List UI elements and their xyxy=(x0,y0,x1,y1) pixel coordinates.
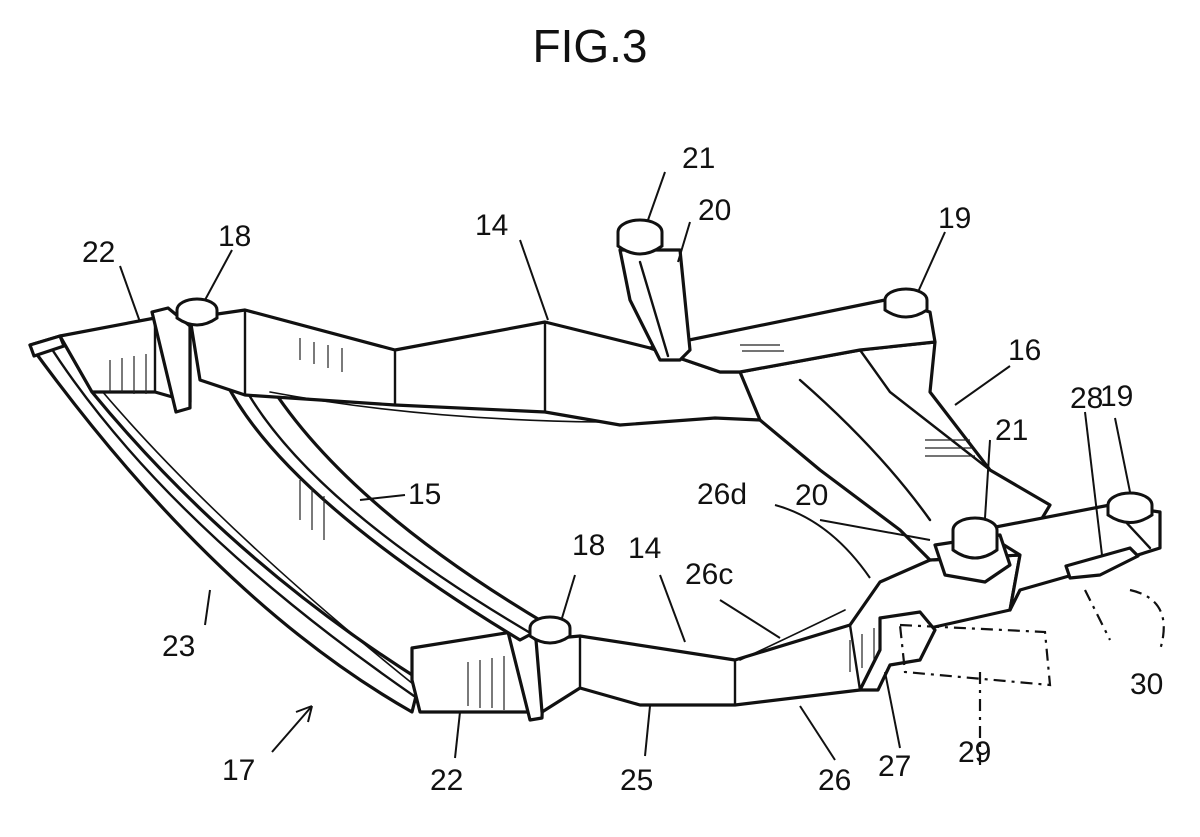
mount-19-lower xyxy=(1108,493,1152,523)
tower-20-rear xyxy=(618,220,690,360)
label-25: 25 xyxy=(620,764,653,797)
label-30: 30 xyxy=(1130,668,1163,701)
label-18-center: 18 xyxy=(572,529,605,562)
side-member-14-front xyxy=(536,555,1020,712)
mount-18-left xyxy=(177,299,217,325)
label-15: 15 xyxy=(408,478,441,511)
label-20-front: 20 xyxy=(795,479,828,512)
label-21-front: 21 xyxy=(995,414,1028,447)
phantom-part-30 xyxy=(1085,590,1164,650)
label-23: 23 xyxy=(162,630,195,663)
label-16: 16 xyxy=(1008,334,1041,367)
label-14-front: 14 xyxy=(628,532,661,565)
label-22-lower: 22 xyxy=(430,764,463,797)
label-26d: 26d xyxy=(697,478,747,511)
label-19-lower: 19 xyxy=(1100,380,1133,413)
mount-19-upper xyxy=(885,289,927,317)
assembly-arrow-17 xyxy=(272,706,312,752)
label-27: 27 xyxy=(878,750,911,783)
label-26: 26 xyxy=(818,764,851,797)
label-17: 17 xyxy=(222,754,255,787)
label-29: 29 xyxy=(958,736,991,769)
label-14-rear: 14 xyxy=(475,209,508,242)
subframe-drawing xyxy=(30,220,1164,770)
bracket-22-lower xyxy=(412,628,544,720)
label-28: 28 xyxy=(1070,382,1103,415)
label-20-rear: 20 xyxy=(698,194,731,227)
label-19-upper: 19 xyxy=(938,202,971,235)
label-26c: 26c xyxy=(685,558,733,591)
label-21-rear: 21 xyxy=(682,142,715,175)
label-22-upper: 22 xyxy=(82,236,115,269)
figure-title: FIG.3 xyxy=(532,20,647,72)
mount-18-center xyxy=(530,617,570,643)
label-18-left: 18 xyxy=(218,220,251,253)
